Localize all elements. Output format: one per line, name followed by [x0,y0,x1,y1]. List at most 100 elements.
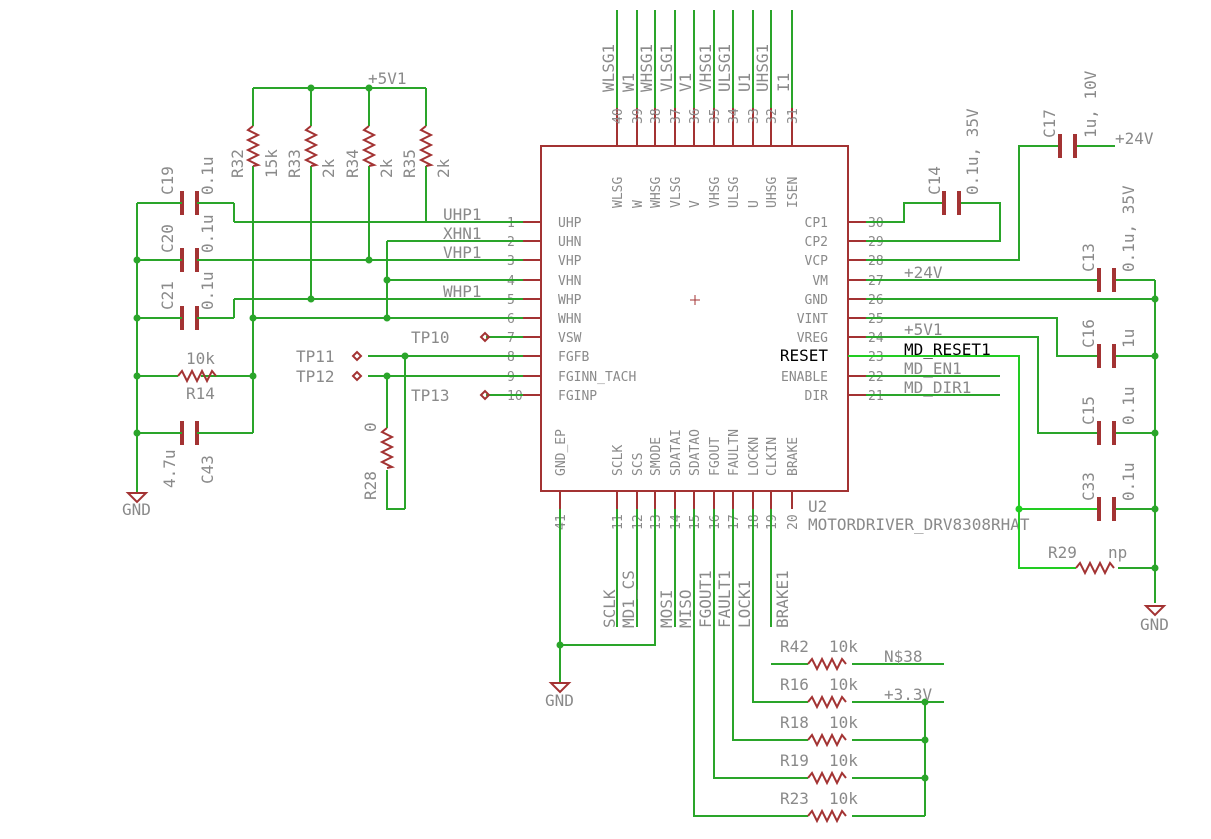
net-label-miso: MISO [676,589,695,628]
r33-ref: R33 [285,149,304,178]
pin-15-name: SDATAO [688,429,703,476]
c21-ref: C21 [158,281,177,310]
pin-22-name: ENABLE [781,370,828,385]
pin-8-name: FGFB [558,350,589,365]
pin-26-name: GND [805,293,829,308]
r29-ref: R29 [1048,543,1077,562]
c15-val: 0.1u [1119,386,1138,425]
pin-37-num: 37 [669,108,684,124]
pin-35-name: VHSG [708,177,723,208]
pin-1-name: UHP [558,216,582,231]
r23-val: 10k [829,789,858,808]
pin-7-num: 7 [507,331,515,346]
c20-val: 0.1u [198,214,217,253]
tp11-label: TP11 [296,347,335,366]
c13-ref: C13 [1079,243,1098,272]
net-label-24v-top: +24V [1115,129,1154,148]
pin-11-name: SCLK [611,445,626,476]
ic-ref: U2 [808,497,827,516]
r28-val: 0 [361,422,380,432]
pin-41-name: GND_EP [554,429,569,476]
r28-ref: R28 [361,471,380,500]
pin-40-name: WLSG [611,177,626,208]
pin-9-name: FGINN_TACH [558,370,636,385]
top-net-vlsg1: VLSG1 [657,44,676,92]
r33-val: 2k [319,158,338,178]
net-label-5v-top: +5V1 [368,69,407,88]
pin-3-num: 3 [507,254,515,269]
pin-28-num: 28 [868,254,884,269]
pin-16-num: 16 [708,514,723,530]
pin-7-name: VSW [558,331,582,346]
r16-ref: R16 [780,675,809,694]
r18-val: 10k [829,713,858,732]
pin-31-num: 31 [786,108,801,124]
pin-37-name: VLSG [669,177,684,208]
pin-3-name: VHP [558,254,582,269]
pin-32-name: UHSG [765,177,780,208]
c20-ref: C20 [158,224,177,253]
top-net-w1: W1 [619,73,638,92]
r19-val: 10k [829,751,858,770]
gnd-bottom-label: GND [545,691,574,710]
c17-val: 1u, 10V [1081,70,1100,138]
top-net-vhsg1: VHSG1 [696,44,715,92]
net-label-md-reset: MD_RESET1 [904,340,991,359]
net-label-md-en: MD_EN1 [904,359,962,378]
pin-2-num: 2 [507,235,515,250]
pin-31-name: ISEN [786,177,801,208]
r14-ref: R14 [186,384,215,403]
r23-ref: R23 [780,789,809,808]
net-label-fgout1: FGOUT1 [696,570,715,628]
r32-val: 15k [262,149,281,178]
c14-ref: C14 [925,166,944,195]
c15-ref: C15 [1079,396,1098,425]
c13-val: 0.1u, 35V [1119,185,1138,272]
pin-23-name: RESET [780,346,829,365]
pin-33-name: U [747,200,762,208]
r35-val: 2k [434,158,453,178]
pin-20-name: BRAKE [786,437,801,476]
test-points: TP10 TP11 TP12 TP13 R28 0 [296,328,523,510]
pin-34-name: ULSG [727,177,742,208]
top-net-ulsg1: ULSG1 [715,44,734,92]
pin-36-name: V [688,200,703,208]
pin-27-name: VM [812,274,828,289]
top-net-v1: V1 [676,73,695,92]
pin-11-num: 11 [611,514,626,530]
net-label-uhp1: UHP1 [443,205,482,224]
pin-24-name: VREG [797,331,828,346]
net-label-lock1: LOCK1 [735,580,754,628]
net-label-xhn1: XHN1 [443,224,482,243]
pin-40-num: 40 [611,108,626,124]
pin-23-num: 23 [868,350,884,365]
pin-38-num: 38 [649,108,664,124]
c16-ref: C16 [1079,319,1098,348]
pin-32-num: 32 [765,108,780,124]
pin-6-name: WHN [558,312,581,327]
pin-18-name: LOCKN [747,437,762,476]
pin-28-name: VCP [805,254,829,269]
pin-18-num: 18 [747,514,762,530]
top-bus-wires [616,10,793,108]
r18-ref: R18 [780,713,809,732]
pullup-network: +5V1 R32 15k R33 2k R34 2k R35 2k [228,69,453,433]
pin-25-num: 25 [868,312,884,327]
net-label-md-dir: MD_DIR1 [904,378,971,397]
ic-value: MOTORDRIVER_DRV8308RHAT [808,515,1030,534]
pin-9-num: 9 [507,370,515,385]
net-label-n38: N$38 [884,647,923,666]
r32-ref: R32 [228,149,247,178]
pin-24-num: 24 [868,331,884,346]
c21-val: 0.1u [198,271,217,310]
net-label-sclk: SCLK [600,589,619,628]
tp10-label: TP10 [411,328,450,347]
r14-val: 10k [186,349,215,368]
pin-5-num: 5 [507,293,515,308]
pin-35-num: 35 [708,108,723,124]
pin-12-name: SCS [631,453,646,476]
c33-ref: C33 [1079,472,1098,501]
pin-39-name: W [631,200,646,208]
net-label-md1-cs: MD1_CS [619,570,638,628]
